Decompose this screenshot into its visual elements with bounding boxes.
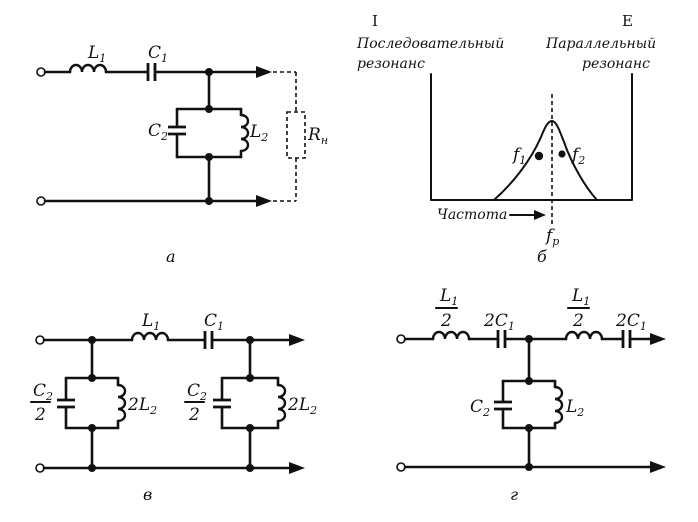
label-c1: C1 bbox=[204, 311, 224, 333]
svg-text:2: 2 bbox=[440, 311, 452, 331]
label-l1: L1 bbox=[141, 311, 160, 333]
junction-dot bbox=[88, 374, 96, 382]
junction-dot bbox=[246, 464, 254, 472]
label-fp: fр bbox=[544, 226, 559, 248]
arrow-icon bbox=[650, 333, 666, 345]
junction-dot bbox=[525, 424, 533, 432]
inductor-l2 bbox=[553, 385, 564, 425]
label-rh: Rн bbox=[307, 125, 328, 147]
inductor-l1 bbox=[130, 331, 170, 342]
svg-text:C2: C2 bbox=[187, 381, 207, 403]
svg-text:2: 2 bbox=[572, 311, 584, 331]
caption-b: б bbox=[537, 247, 547, 266]
left-title-line1: Последовательный bbox=[356, 36, 504, 52]
inductor-l2 bbox=[239, 113, 250, 153]
label-c2-half-left: C2 2 bbox=[30, 381, 53, 425]
left-title-line2: резонанс bbox=[357, 56, 425, 72]
arrow-icon bbox=[256, 66, 272, 78]
junction-dot bbox=[525, 463, 533, 471]
label-2c1-left: 2C1 bbox=[483, 311, 515, 333]
label-f1: f1 bbox=[511, 145, 526, 167]
label-2c1-right: 2C1 bbox=[615, 311, 647, 333]
right-title-line2: резонанс bbox=[582, 56, 650, 72]
arrow-icon bbox=[256, 195, 272, 207]
junction-dot bbox=[205, 153, 213, 161]
inductor-l1-half-right bbox=[564, 330, 604, 341]
junction-dot bbox=[88, 336, 96, 344]
label-c2: C2 bbox=[148, 121, 168, 143]
label-l1-half-left: L1 2 bbox=[435, 286, 458, 331]
resonance-curve bbox=[493, 120, 598, 201]
inductor-2l2 bbox=[116, 383, 127, 423]
junction-dot bbox=[246, 374, 254, 382]
arrow-icon bbox=[650, 461, 666, 473]
arrow-icon bbox=[534, 210, 546, 220]
load-resistor-rh bbox=[286, 111, 306, 159]
arrow-icon bbox=[289, 462, 305, 474]
label-c2: C2 bbox=[470, 397, 490, 419]
label-l1-half-right: L1 2 bbox=[567, 286, 590, 331]
svg-text:C2: C2 bbox=[33, 381, 53, 403]
caption-a: а bbox=[166, 247, 176, 266]
right-title-line1: Параллельный bbox=[545, 36, 656, 52]
label-2l2-left: 2L2 bbox=[127, 395, 157, 417]
junction-dot bbox=[205, 105, 213, 113]
circuit-g: L1 2 2C1 L1 2 2C1 C2 L2 г bbox=[396, 286, 666, 504]
caption-g: г bbox=[510, 485, 518, 504]
inductor-l1 bbox=[68, 63, 108, 74]
circuit-v: L1 C1 C2 2 C2 2 2L2 2L2 в bbox=[30, 311, 317, 504]
junction-dot bbox=[525, 335, 533, 343]
label-c1: C1 bbox=[148, 43, 168, 65]
junction-dot bbox=[88, 424, 96, 432]
label-f2: f2 bbox=[570, 145, 585, 167]
svg-text:2: 2 bbox=[188, 405, 200, 425]
inductor-2l2 bbox=[276, 383, 287, 423]
label-l1: L1 bbox=[87, 43, 106, 65]
junction-dot bbox=[525, 377, 533, 385]
marker-right: E bbox=[622, 12, 633, 30]
label-c2-half-right: C2 2 bbox=[184, 381, 207, 425]
junction-dot bbox=[205, 68, 213, 76]
label-2l2-right: 2L2 bbox=[287, 395, 317, 417]
point-f1 bbox=[534, 151, 544, 161]
svg-text:L1: L1 bbox=[439, 286, 458, 308]
svg-text:2: 2 bbox=[34, 405, 46, 425]
junction-dot bbox=[246, 336, 254, 344]
junction-dot bbox=[205, 197, 213, 205]
inductor-l1-half-left bbox=[431, 330, 471, 341]
marker-left: I bbox=[372, 12, 378, 30]
graph-b: I E Последовательный резонанс Параллельн… bbox=[356, 12, 656, 266]
label-l2: L2 bbox=[565, 397, 584, 419]
label-l2: L2 bbox=[249, 122, 268, 144]
junction-dot bbox=[246, 424, 254, 432]
junction-dot bbox=[88, 464, 96, 472]
frequency-label: Частота bbox=[437, 207, 507, 223]
graph-frame bbox=[430, 73, 633, 201]
point-f2 bbox=[558, 150, 566, 158]
circuit-a: L1 C1 C2 L2 Rн а bbox=[36, 43, 328, 266]
arrow-icon bbox=[289, 334, 305, 346]
svg-text:L1: L1 bbox=[571, 286, 590, 308]
caption-v: в bbox=[143, 485, 152, 504]
